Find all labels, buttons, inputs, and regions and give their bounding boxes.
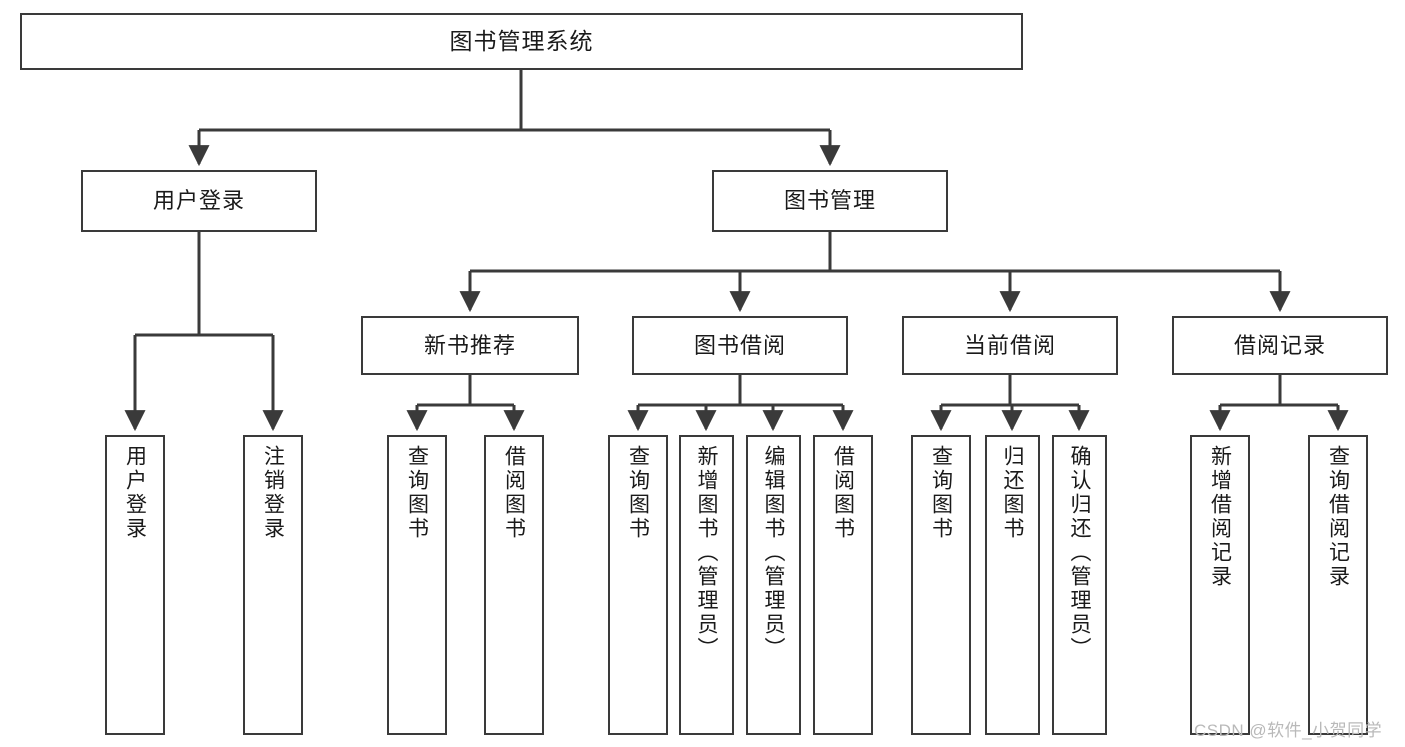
leaf-user-login[interactable]: 用户登录 — [105, 435, 165, 735]
leaf-logout[interactable]: 注销登录 — [243, 435, 303, 735]
leaf-confirm-return-admin[interactable]: 确认归还（管理员） — [1052, 435, 1107, 735]
node-label: 新增借阅记录 — [1208, 445, 1232, 589]
node-label: 新增图书（管理员） — [695, 445, 718, 661]
node-label: 查询图书 — [929, 445, 953, 541]
node-label: 编辑图书（管理员） — [762, 445, 785, 661]
node-borrow-record[interactable]: 借阅记录 — [1172, 316, 1388, 375]
node-label: 用户登录 — [123, 445, 147, 541]
node-label: 借阅图书 — [831, 445, 855, 541]
node-book-borrow[interactable]: 图书借阅 — [632, 316, 848, 375]
node-current-borrow[interactable]: 当前借阅 — [902, 316, 1118, 375]
node-label: 图书管理 — [783, 188, 876, 214]
node-label: 图书借阅 — [693, 332, 786, 358]
node-book-management[interactable]: 图书管理 — [712, 170, 948, 232]
node-label: 图书管理系统 — [449, 27, 594, 54]
leaf-return-book[interactable]: 归还图书 — [985, 435, 1040, 735]
node-label: 查询图书 — [626, 445, 650, 541]
node-root-system[interactable]: 图书管理系统 — [20, 13, 1023, 70]
node-label: 借阅记录 — [1233, 332, 1326, 358]
leaf-add-book-admin[interactable]: 新增图书（管理员） — [679, 435, 734, 735]
leaf-borrow-book-recommend[interactable]: 借阅图书 — [484, 435, 544, 735]
node-label: 新书推荐 — [423, 332, 516, 358]
leaf-query-borrow-record[interactable]: 查询借阅记录 — [1308, 435, 1368, 735]
node-label: 借阅图书 — [502, 445, 526, 541]
leaf-edit-book-admin[interactable]: 编辑图书（管理员） — [746, 435, 801, 735]
leaf-query-book-recommend[interactable]: 查询图书 — [387, 435, 447, 735]
node-label: 查询借阅记录 — [1326, 445, 1350, 589]
node-label: 用户登录 — [152, 188, 245, 214]
node-label: 查询图书 — [405, 445, 429, 541]
node-new-book-recommend[interactable]: 新书推荐 — [361, 316, 579, 375]
node-label: 确认归还（管理员） — [1068, 445, 1091, 661]
node-label: 当前借阅 — [963, 332, 1056, 358]
node-user-login[interactable]: 用户登录 — [81, 170, 317, 232]
csdn-watermark: CSDN @软件_小贺同学 — [1194, 721, 1383, 740]
leaf-borrow-book[interactable]: 借阅图书 — [813, 435, 873, 735]
leaf-query-book-current[interactable]: 查询图书 — [911, 435, 971, 735]
node-label: 注销登录 — [261, 445, 285, 541]
node-label: 归还图书 — [1001, 445, 1024, 541]
leaf-query-book-borrow[interactable]: 查询图书 — [608, 435, 668, 735]
leaf-add-borrow-record[interactable]: 新增借阅记录 — [1190, 435, 1250, 735]
